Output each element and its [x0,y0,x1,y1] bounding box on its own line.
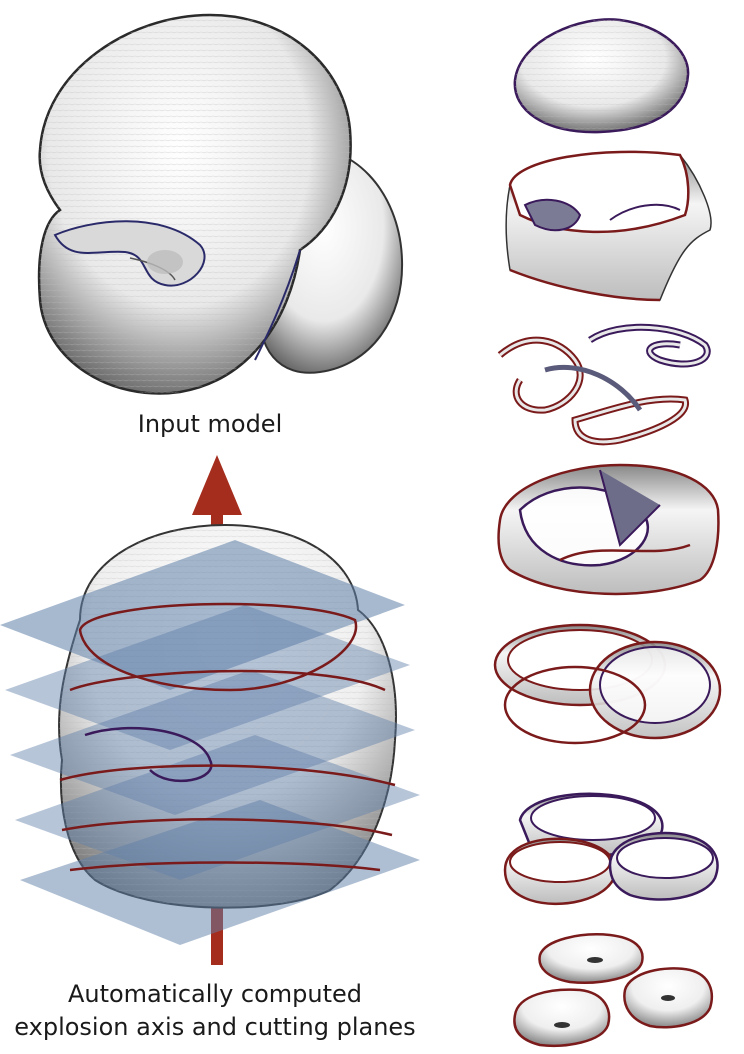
slice-2-band [505,150,712,302]
slice-5-rings [493,623,722,745]
slice-7-bottoms [513,933,714,1047]
sliced-model [0,523,420,945]
explosion-caption-line-2: explosion axis and cutting planes [14,1013,416,1041]
slice-3-ribbons [497,323,711,446]
cutting-plane-1 [0,540,405,690]
cutting-plane-5 [20,800,420,945]
slices-column [493,18,722,1047]
cutting-plane-2 [5,605,410,750]
explosion-caption-line-1: Automatically computed [67,980,363,1008]
cutting-plane-3 [10,670,415,815]
slice-1-cap [513,18,690,134]
slice-6-three-cups [503,792,719,906]
input-model [37,13,404,395]
explosion-caption: Automatically computed explosion axis an… [0,978,430,1044]
slice-4-tangle [497,463,720,596]
input-model-caption: Input model [137,410,283,438]
